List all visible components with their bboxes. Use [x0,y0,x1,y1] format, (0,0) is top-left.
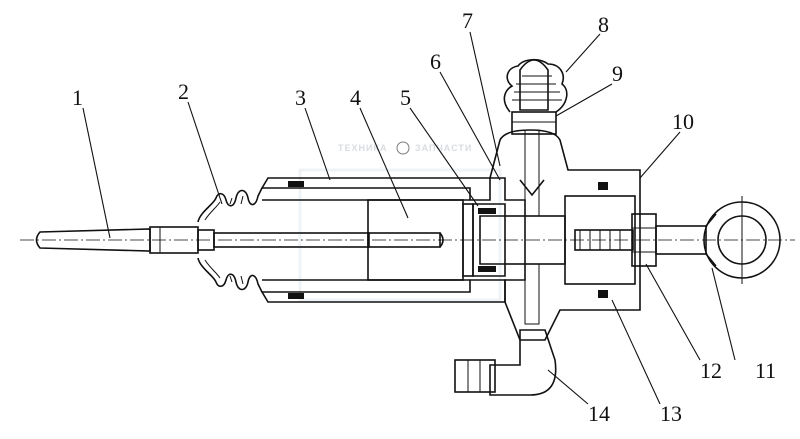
callout-10: 10 [672,109,694,134]
callout-5: 5 [400,85,411,110]
callout-2: 2 [178,79,189,104]
callout-13: 13 [660,401,682,426]
callout-numbers: 1 2 3 4 5 6 7 8 9 10 11 12 13 14 [72,8,776,426]
eye-end [655,196,781,284]
watermark: ТЕХНИКА ЗАПЧАСТИ [298,141,502,302]
piston-seal [462,203,506,277]
elbow-fitting [454,329,557,396]
callout-9: 9 [612,61,623,86]
callout-11: 11 [755,358,776,383]
callout-8: 8 [598,12,609,37]
bleeder-valve [503,58,568,135]
push-rod [35,226,370,254]
end-plug [564,182,636,298]
callout-3: 3 [295,85,306,110]
callout-14: 14 [588,401,610,426]
rubber-boot [197,187,263,293]
leader-lines [82,31,736,405]
watermark-right-text: ЗАПЧАСТИ [415,143,472,153]
callout-7: 7 [462,8,473,33]
callout-4: 4 [350,85,361,110]
callout-1: 1 [72,85,83,110]
callout-12: 12 [700,358,722,383]
watermark-left-text: ТЕХНИКА [338,143,387,153]
callout-6: 6 [430,49,441,74]
